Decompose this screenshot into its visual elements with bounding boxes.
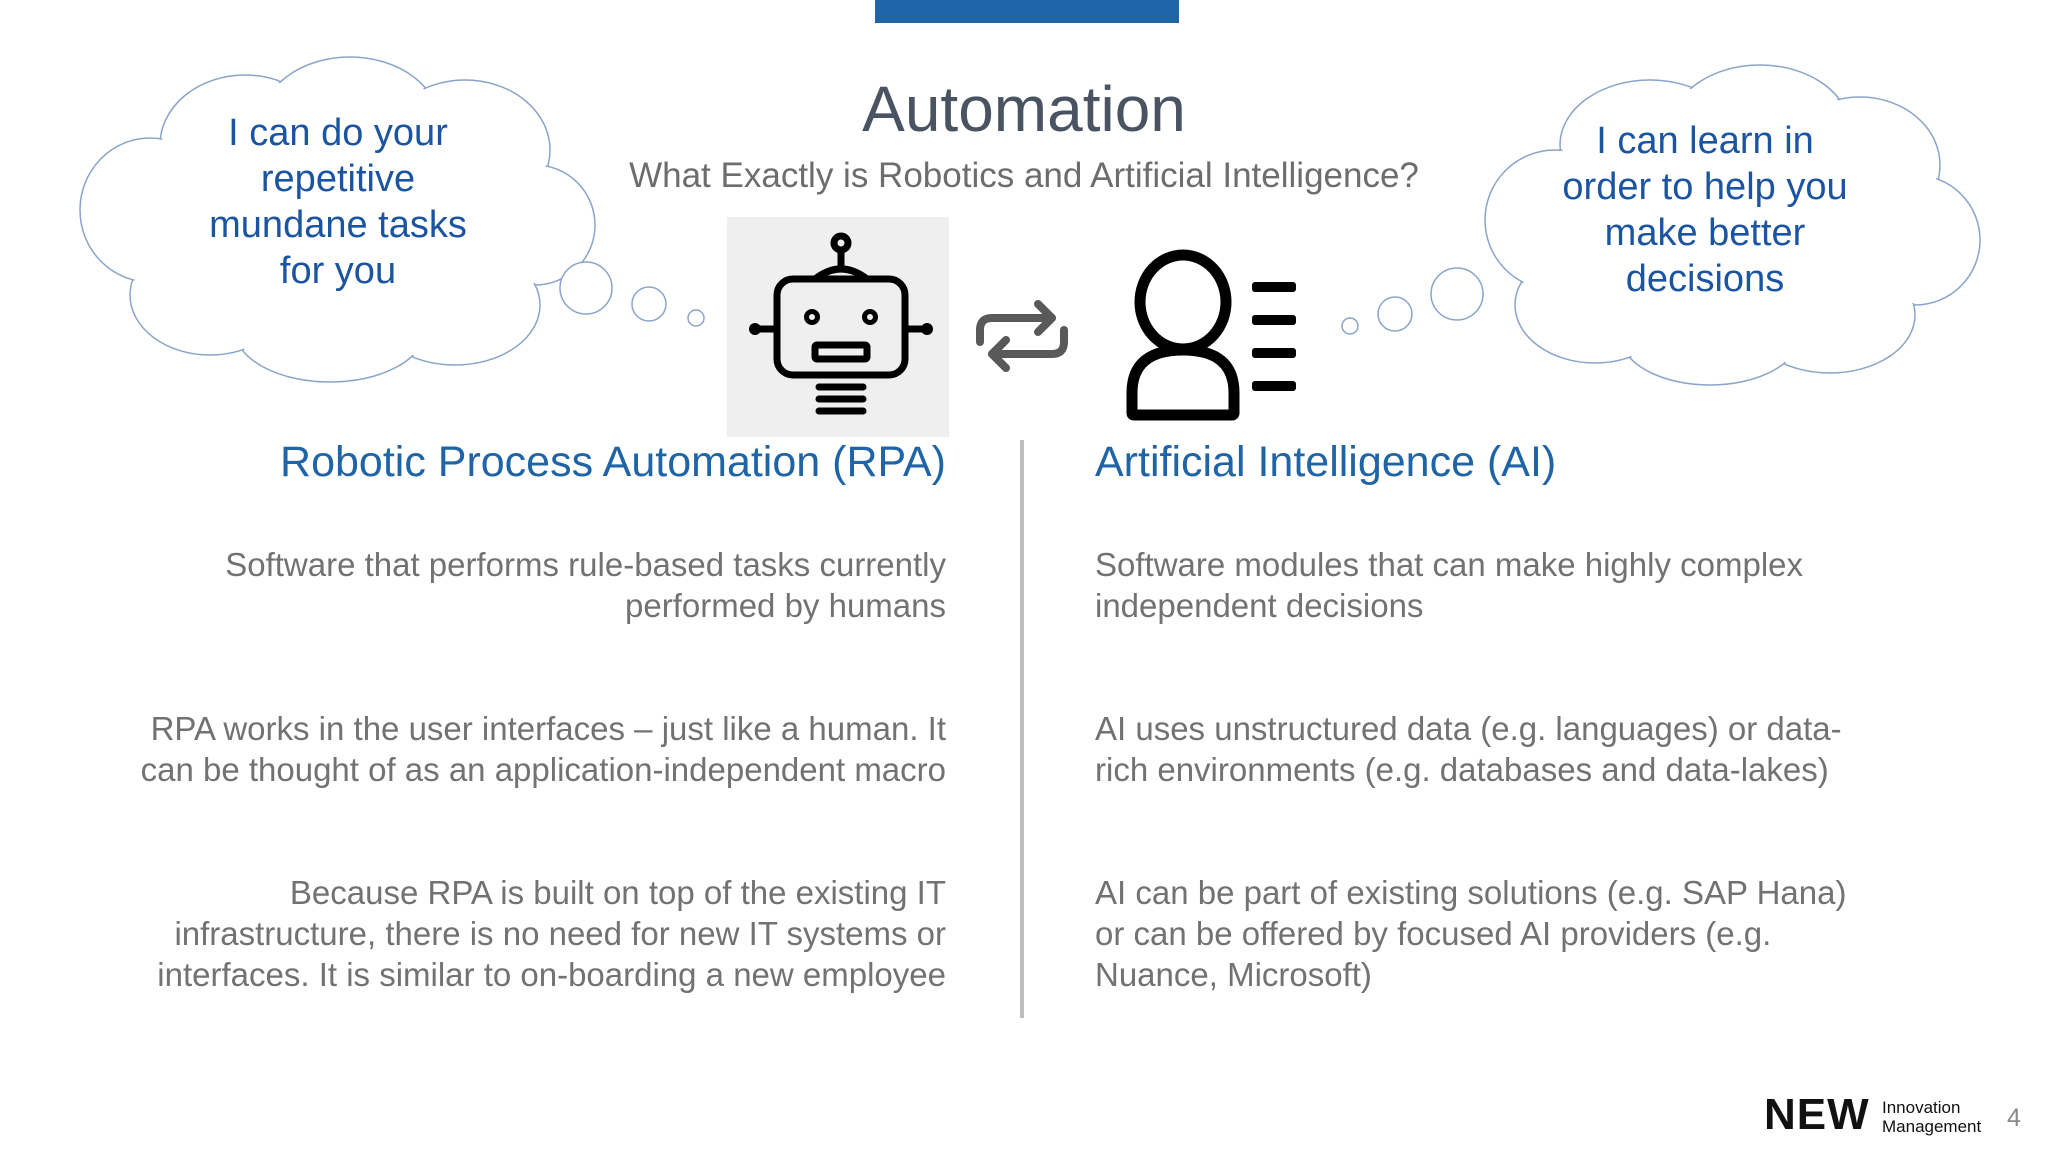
paragraph-line: rich environments (e.g. databases and da… <box>1095 751 1829 788</box>
logo-sub-line: Innovation <box>1882 1098 1961 1117</box>
thought-text-right: I can learn in order to help you make be… <box>1535 118 1875 302</box>
ai-paragraph-3: AI can be part of existing solutions (e.… <box>1095 872 1995 995</box>
paragraph-line: RPA works in the user interfaces – just … <box>150 710 946 747</box>
paragraph-line: Software that performs rule-based tasks … <box>225 546 946 583</box>
slide-title: Automation <box>862 73 1186 145</box>
paragraph-line: performed by humans <box>625 587 946 624</box>
paragraph-line: or can be offered by focused AI provider… <box>1095 915 1772 952</box>
top-accent-bar <box>875 0 1179 23</box>
paragraph-line: AI uses unstructured data (e.g. language… <box>1095 710 1842 747</box>
thought-line: decisions <box>1625 258 1785 300</box>
thought-line: for you <box>279 250 397 292</box>
paragraph-line: interfaces. It is similar to on-boarding… <box>157 956 946 993</box>
thought-cloud-right <box>1341 64 1981 386</box>
paragraph-line: independent decisions <box>1095 587 1424 624</box>
thought-cloud-left <box>79 56 705 383</box>
column-divider <box>1020 440 1024 1018</box>
ai-heading: Artificial Intelligence (AI) <box>1095 438 1557 486</box>
rpa-paragraph-1: Software that performs rule-based tasks … <box>46 544 946 626</box>
paragraph-line: infrastructure, there is no need for new… <box>174 915 946 952</box>
thought-line: order to help you <box>1562 166 1848 208</box>
thought-text-left: I can do your repetitive mundane tasks f… <box>168 110 508 294</box>
ai-paragraph-2: AI uses unstructured data (e.g. language… <box>1095 708 1995 790</box>
paragraph-line: Because RPA is built on top of the exist… <box>289 874 946 911</box>
paragraph-line: AI can be part of existing solutions (e.… <box>1095 874 1847 911</box>
thought-line: repetitive <box>260 158 416 200</box>
company-logo: NEW <box>1764 1090 1870 1139</box>
paragraph-line: can be thought of as an application-inde… <box>140 751 946 788</box>
robot-icon <box>749 232 933 415</box>
rpa-paragraph-2: RPA works in the user interfaces – just … <box>46 708 946 790</box>
thought-line: I can learn in <box>1596 120 1814 162</box>
slide-subtitle: What Exactly is Robotics and Artificial … <box>629 156 1419 195</box>
rpa-paragraph-3: Because RPA is built on top of the exist… <box>46 872 946 995</box>
page-number: 4 <box>2007 1104 2021 1132</box>
logo-sub-line: Management <box>1882 1117 1982 1136</box>
person-with-list-icon <box>1126 249 1296 421</box>
rpa-heading: Robotic Process Automation (RPA) <box>280 438 946 486</box>
thought-line: make better <box>1604 212 1806 254</box>
paragraph-line: Software modules that can make highly co… <box>1095 546 1804 583</box>
paragraph-line: Nuance, Microsoft) <box>1095 956 1372 993</box>
thought-line: mundane tasks <box>209 204 467 246</box>
ai-paragraph-1: Software modules that can make highly co… <box>1095 544 1995 626</box>
thought-line: I can do your <box>228 112 448 154</box>
company-logo-subtitle: Innovation Management <box>1882 1098 1981 1136</box>
exchange-arrows-icon <box>976 300 1068 372</box>
